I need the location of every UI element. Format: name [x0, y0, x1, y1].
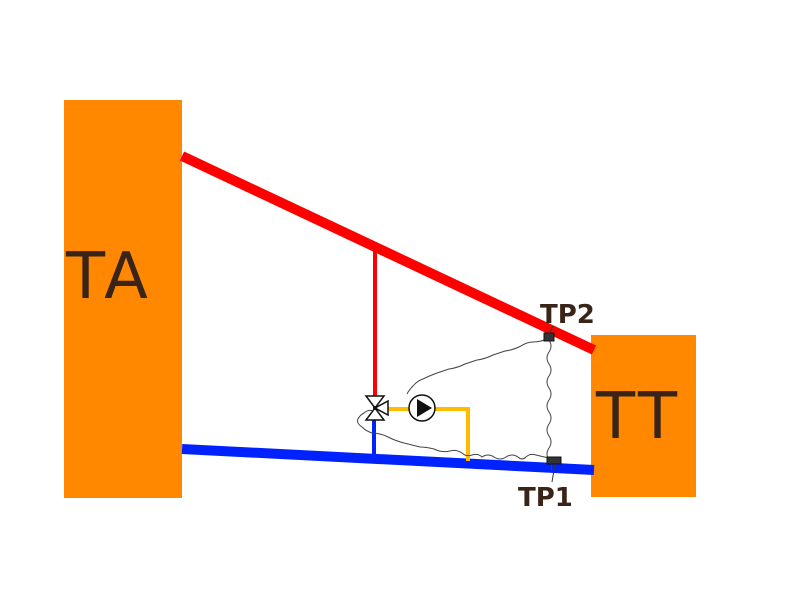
supply-pipe — [179, 151, 597, 355]
sensor-tp1-marker — [546, 456, 562, 465]
wire-tp2-to-pump — [406, 337, 550, 395]
return-pipe — [181, 444, 595, 475]
three-way-valve-icon — [364, 395, 389, 421]
sensor-tp2-label: TP2 — [540, 300, 595, 330]
tank-tt — [591, 335, 696, 497]
wire-tp1-to-valve — [357, 409, 555, 460]
tank-ta-label: TA — [65, 240, 152, 314]
tank-tt-label: TT — [595, 380, 681, 454]
tp2-leader-line — [548, 325, 554, 335]
tp1-leader-line — [551, 463, 556, 483]
wire-tp2-to-tp1 — [546, 339, 553, 471]
sensor-wires — [357, 337, 555, 471]
pump-icon — [408, 394, 436, 422]
sensor-tp1-label: TP1 — [518, 483, 573, 513]
sensor-tp2-marker — [543, 332, 555, 342]
tank-ta — [64, 100, 182, 498]
